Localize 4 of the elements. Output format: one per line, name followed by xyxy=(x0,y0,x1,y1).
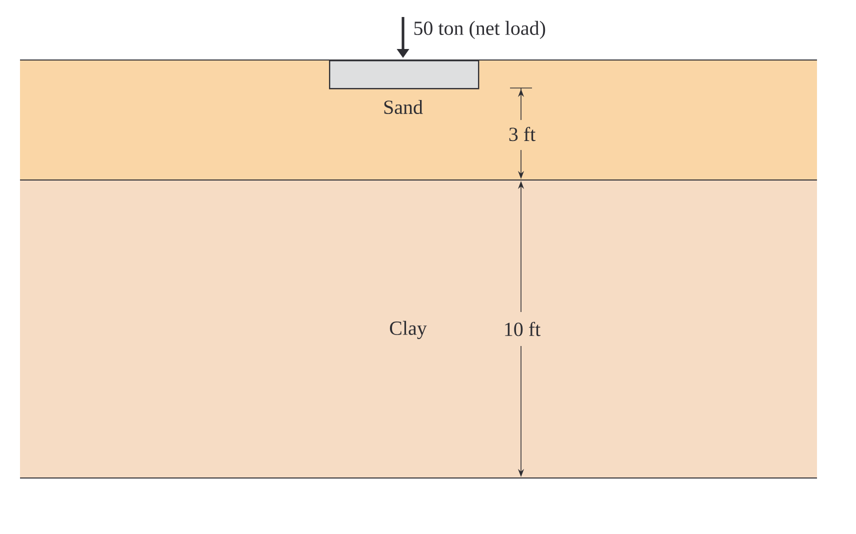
dimension-label: 10 ft xyxy=(505,322,540,336)
load-label: 50 ton (net load) xyxy=(414,20,546,40)
footing xyxy=(329,60,480,90)
dimension-label: 3 ft xyxy=(509,126,536,142)
